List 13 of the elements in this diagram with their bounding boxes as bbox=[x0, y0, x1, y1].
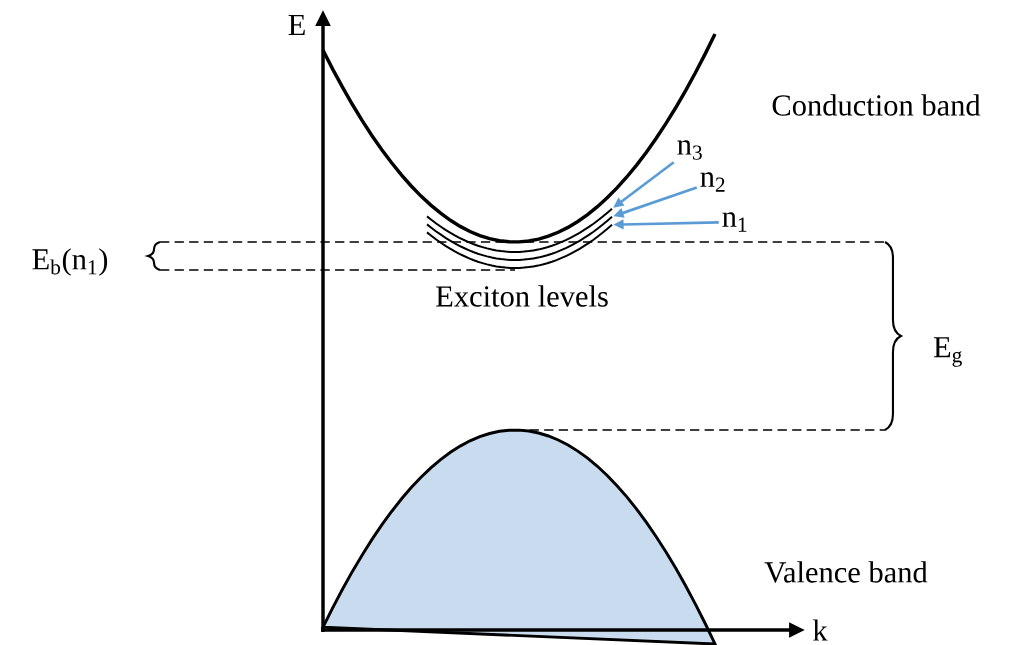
level-label: n$_{2}$ bbox=[700, 172, 725, 192]
axis-label: E bbox=[288, 15, 305, 35]
level-label: n$_{3}$ bbox=[677, 140, 702, 160]
exciton-level-curve bbox=[426, 215, 613, 261]
level-label: n$_{1}$ bbox=[722, 212, 747, 232]
exciton-level-curve bbox=[426, 223, 613, 269]
axis-label: k bbox=[812, 619, 828, 641]
band-label: Exciton levels bbox=[436, 285, 608, 307]
band-label: Conduction band bbox=[772, 94, 981, 116]
exciton-level-curve bbox=[426, 207, 613, 253]
band-label: Valence band bbox=[764, 561, 928, 583]
band-label: E$_{b}$(n$_{1}$) bbox=[32, 248, 108, 276]
band-label: E$_{g}$ bbox=[933, 337, 962, 367]
